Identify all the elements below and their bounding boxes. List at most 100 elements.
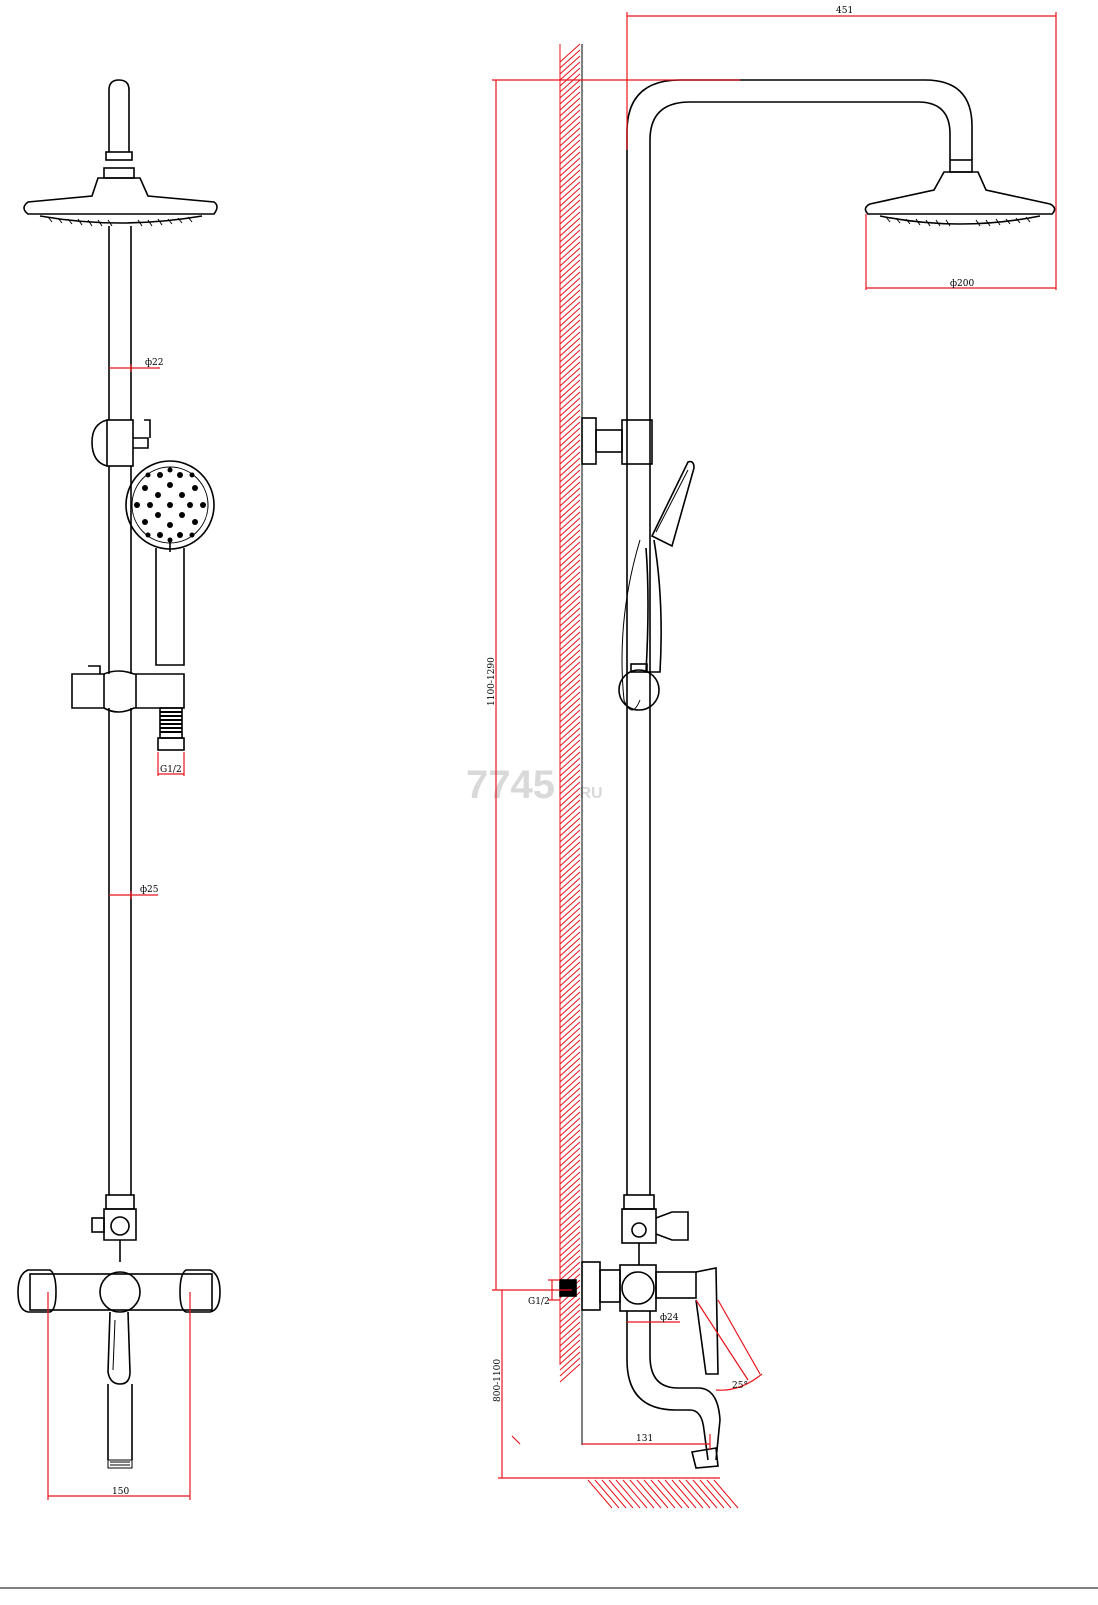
- side-bracket-clamp: [621, 419, 653, 465]
- wall-hatch-line: [559, 877, 581, 897]
- wall-hatch-line: [559, 685, 581, 705]
- side-view: [559, 79, 1056, 1469]
- watermark: 7745 .RU: [466, 763, 603, 807]
- wall-hatch-line: [559, 1321, 581, 1341]
- wall-hatch-line: [559, 607, 581, 627]
- wall-hatch-line: [559, 889, 581, 909]
- wall-hatch-line: [559, 1087, 581, 1107]
- front-mixer-left-flange: [17, 1269, 57, 1313]
- wall-hatch-line: [559, 391, 581, 411]
- wall-hatch-line: [559, 619, 581, 639]
- front-dimensions: [47, 364, 191, 1500]
- wall-hatch-line: [559, 1111, 581, 1131]
- floor-hatch-line: [671, 1479, 697, 1509]
- side-label-d200: ф200: [950, 279, 974, 289]
- wall-hatch-line: [559, 853, 581, 873]
- floor-hatch-line: [713, 1479, 739, 1509]
- side-angle-line-b: [717, 1299, 761, 1375]
- wall-hatch-line: [559, 895, 581, 915]
- wall-hatch-line: [559, 1315, 581, 1335]
- side-hand-shower-handle: [645, 539, 662, 673]
- wall-hatch-line: [559, 601, 581, 621]
- wall-hatch-line: [559, 1039, 581, 1059]
- floor-hatch-line: [650, 1479, 676, 1509]
- floor-hatch-line: [615, 1479, 641, 1509]
- wall-hatch-line: [559, 1165, 581, 1185]
- wall-hatch-line: [559, 529, 581, 549]
- wall-hatch-line: [559, 871, 581, 891]
- wall-hatch-line: [559, 781, 581, 801]
- wall-hatch-line: [559, 457, 581, 477]
- wall-hatch-line: [559, 637, 581, 657]
- wall-hatch-line: [559, 997, 581, 1017]
- wall-hatch-line: [559, 1195, 581, 1215]
- wall-hatch-line: [559, 757, 581, 777]
- wall-hatch-line: [559, 1135, 581, 1155]
- side-slider-knob: [618, 669, 660, 711]
- wall-hatch-line: [559, 169, 581, 189]
- floor-hatch-line: [692, 1479, 718, 1509]
- wall-hatch-line: [559, 1201, 581, 1221]
- wall-hatch-line: [559, 355, 581, 375]
- side-diverter-knob: [631, 1222, 647, 1238]
- floor-hatch-line: [699, 1479, 725, 1509]
- side-dim-800-mark: [511, 1435, 521, 1445]
- wall-hatch-line: [559, 1297, 581, 1317]
- wall-hatch-line: [559, 205, 581, 225]
- front-hose-nut: [157, 737, 185, 751]
- wall-hatch-line: [559, 1309, 581, 1329]
- wall-hatch-line: [559, 1363, 581, 1383]
- wall-hatch-line: [559, 643, 581, 663]
- wall-hatch-line: [559, 247, 581, 267]
- floor-hatch-line: [706, 1479, 732, 1509]
- side-label-131: 131: [636, 1434, 653, 1444]
- wall-hatching: [559, 43, 583, 1445]
- wall-hatch-line: [559, 1129, 581, 1149]
- wall-hatch-line: [559, 583, 581, 603]
- wall-hatch-line: [559, 799, 581, 819]
- wall-hatch-line: [559, 979, 581, 999]
- wall-hatch-line: [559, 595, 581, 615]
- wall-hatch-line: [559, 1177, 581, 1197]
- wall-hatch-line: [559, 499, 581, 519]
- wall-hatch-line: [559, 1339, 581, 1359]
- wall-hatch-line: [559, 217, 581, 237]
- wall-hatch-line: [559, 991, 581, 1011]
- front-top-nut: [105, 151, 133, 161]
- wall-hatch-line: [559, 937, 581, 957]
- wall-hatch-line: [559, 181, 581, 201]
- wall-hatch-line: [559, 175, 581, 195]
- wall-hatch-line: [559, 901, 581, 921]
- wall-hatch-line: [559, 487, 581, 507]
- front-label-g12: G1/2: [160, 765, 182, 775]
- side-arm-nut: [949, 159, 973, 173]
- wall-hatch-line: [559, 967, 581, 987]
- wall-hatch-line: [559, 1057, 581, 1077]
- wall-hatch-line: [559, 325, 581, 345]
- wall-hatch-line: [559, 535, 581, 555]
- wall-hatch-line: [559, 1237, 581, 1257]
- floor-hatch-line: [629, 1479, 655, 1509]
- floor-hatch-line: [685, 1479, 711, 1509]
- wall-hatch-line: [559, 553, 581, 573]
- wall-hatch-line: [559, 679, 581, 699]
- front-mixer-body: [29, 1273, 213, 1311]
- wall-hatch-line: [559, 811, 581, 831]
- wall-hatch-line: [559, 1225, 581, 1245]
- wall-hatch-line: [559, 835, 581, 855]
- wall-hatch-line: [559, 73, 581, 93]
- wall-hatch-line: [559, 49, 581, 69]
- side-mixer-lever: [695, 1267, 719, 1375]
- front-label-d25: ф25: [140, 885, 159, 895]
- wall-hatch-line: [559, 307, 581, 327]
- front-head-shower: [23, 177, 218, 215]
- wall-hatch-line: [559, 433, 581, 453]
- wall-hatch-line: [559, 907, 581, 927]
- front-head-nozzles: [47, 216, 193, 227]
- wall-hatch-line: [559, 1105, 581, 1125]
- side-mixer-flange: [599, 1269, 621, 1303]
- wall-hatch-line: [559, 1051, 581, 1071]
- wall-hatch-line: [559, 961, 581, 981]
- wall-hatch-line: [559, 793, 581, 813]
- wall-hatch-line: [559, 1033, 581, 1053]
